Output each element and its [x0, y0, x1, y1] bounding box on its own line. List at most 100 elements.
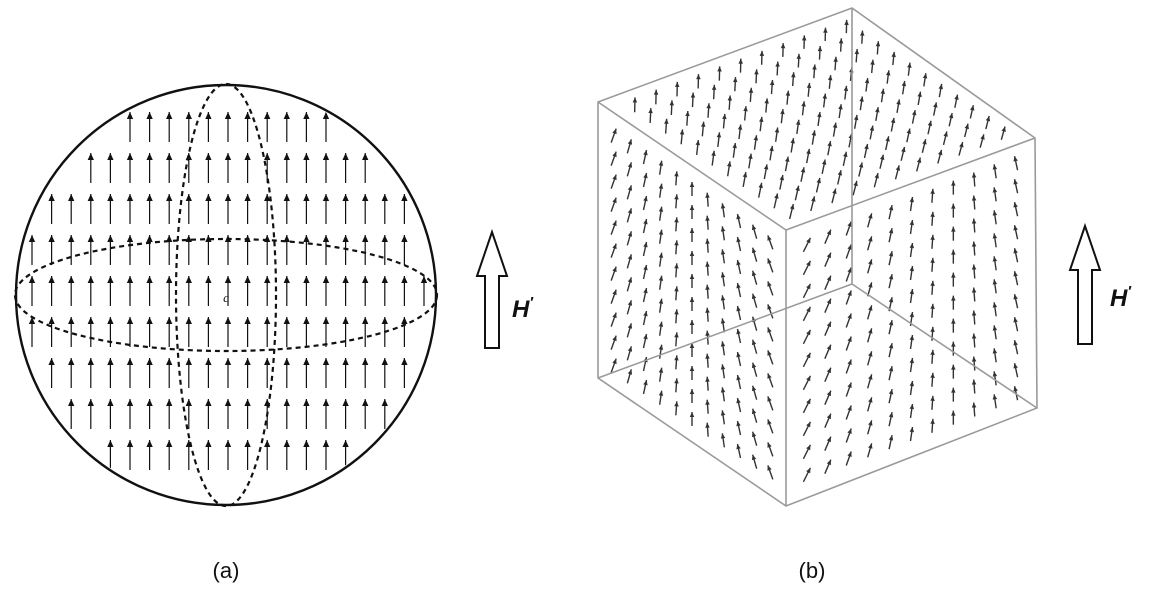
field-arrow [695, 140, 701, 155]
field-arrow [166, 358, 173, 388]
field-arrow [963, 123, 969, 138]
field-arrow [866, 259, 873, 274]
field-arrow [205, 112, 212, 142]
field-arrow [879, 154, 885, 169]
field-arrow [930, 395, 935, 410]
field-arrow [927, 120, 933, 135]
field-arrow [942, 131, 948, 146]
field-arrow [283, 276, 290, 306]
field-arrow [705, 238, 710, 253]
field-arrow [969, 105, 975, 119]
field-arrow [362, 153, 369, 183]
field-arrow [767, 465, 774, 480]
field-arrow [951, 364, 956, 379]
field-arrow [626, 369, 633, 384]
field-arrow [146, 153, 153, 183]
field-arrow [1013, 202, 1019, 217]
field-arrow [381, 358, 388, 388]
field-arrow [205, 317, 212, 347]
field-arrow [790, 138, 795, 153]
field-arrow [763, 164, 769, 180]
field-arrow [674, 332, 679, 347]
field-arrow [930, 211, 935, 226]
field-arrow [937, 149, 943, 164]
field-arrow [971, 356, 977, 371]
field-arrow [767, 350, 774, 365]
field-arrow [381, 399, 388, 429]
field-arrow [954, 94, 959, 108]
field-arrow [1013, 363, 1019, 378]
field-label-b: H′ [1110, 283, 1132, 312]
field-arrow [126, 153, 134, 183]
field-arrow [690, 92, 696, 108]
field-arrow [979, 134, 985, 148]
field-arrow [971, 333, 977, 348]
field-arrow [720, 410, 726, 425]
field-arrow [909, 196, 915, 212]
field-arrow [342, 399, 349, 429]
field-arrow [303, 358, 310, 388]
field-arrow [689, 297, 695, 311]
field-arrow [915, 157, 922, 172]
field-arrow [802, 329, 812, 345]
field-arrow [720, 364, 726, 379]
field-arrow [244, 153, 251, 183]
field-arrow [751, 224, 758, 239]
field-arrow [696, 74, 701, 89]
field-arrow [722, 113, 727, 129]
field-arrow [658, 206, 664, 221]
field-arrow [930, 303, 935, 318]
field-arrow [706, 103, 711, 118]
field-arrow [303, 153, 310, 183]
field-arrow [824, 367, 832, 382]
field-arrow [401, 358, 408, 388]
field-arrow [205, 399, 212, 429]
field-arrow [800, 167, 806, 182]
field-arrow [812, 64, 817, 79]
field-arrow [674, 309, 679, 324]
field-arrow [224, 153, 232, 183]
field-arrow [48, 235, 55, 265]
field-arrow [802, 444, 812, 460]
field-arrow [930, 418, 935, 433]
field-arrow [785, 90, 791, 105]
field-arrow [205, 194, 212, 224]
field-arrow [126, 358, 134, 388]
field-arrow [817, 46, 823, 60]
field-arrow [720, 295, 726, 310]
field-arrow [107, 153, 114, 183]
field-arrow [888, 205, 894, 220]
field-arrow [930, 188, 935, 203]
field-arrow [748, 153, 753, 169]
field-arrow [642, 241, 648, 257]
field-arrow [166, 440, 173, 470]
field-arrow [780, 43, 786, 57]
field-arrow [951, 249, 956, 264]
field-arrow [283, 112, 290, 142]
field-arrow [716, 132, 722, 148]
field-arrow [754, 69, 759, 84]
field-arrow [951, 341, 956, 356]
field-arrow [244, 276, 251, 306]
field-arrow [303, 317, 310, 347]
field-arrow [48, 276, 55, 306]
field-arrow [283, 317, 290, 347]
field-arrow [726, 161, 732, 177]
field-arrow [873, 172, 879, 188]
field-arrow [909, 403, 915, 419]
field-arrow [951, 295, 956, 310]
field-arrow [971, 264, 977, 279]
field-arrow [689, 389, 695, 403]
field-arrow [1013, 179, 1019, 194]
field-arrow [610, 266, 617, 281]
field-arrow [283, 440, 290, 470]
field-arrow [1013, 248, 1019, 263]
field-arrow [951, 180, 956, 195]
field-arrow [751, 362, 758, 377]
field-arrow [610, 128, 617, 143]
field-arrow [736, 213, 742, 229]
field-arrow [689, 343, 695, 357]
field-arrow [971, 379, 977, 394]
field-arrow [732, 142, 737, 158]
field-arrow [817, 111, 822, 127]
